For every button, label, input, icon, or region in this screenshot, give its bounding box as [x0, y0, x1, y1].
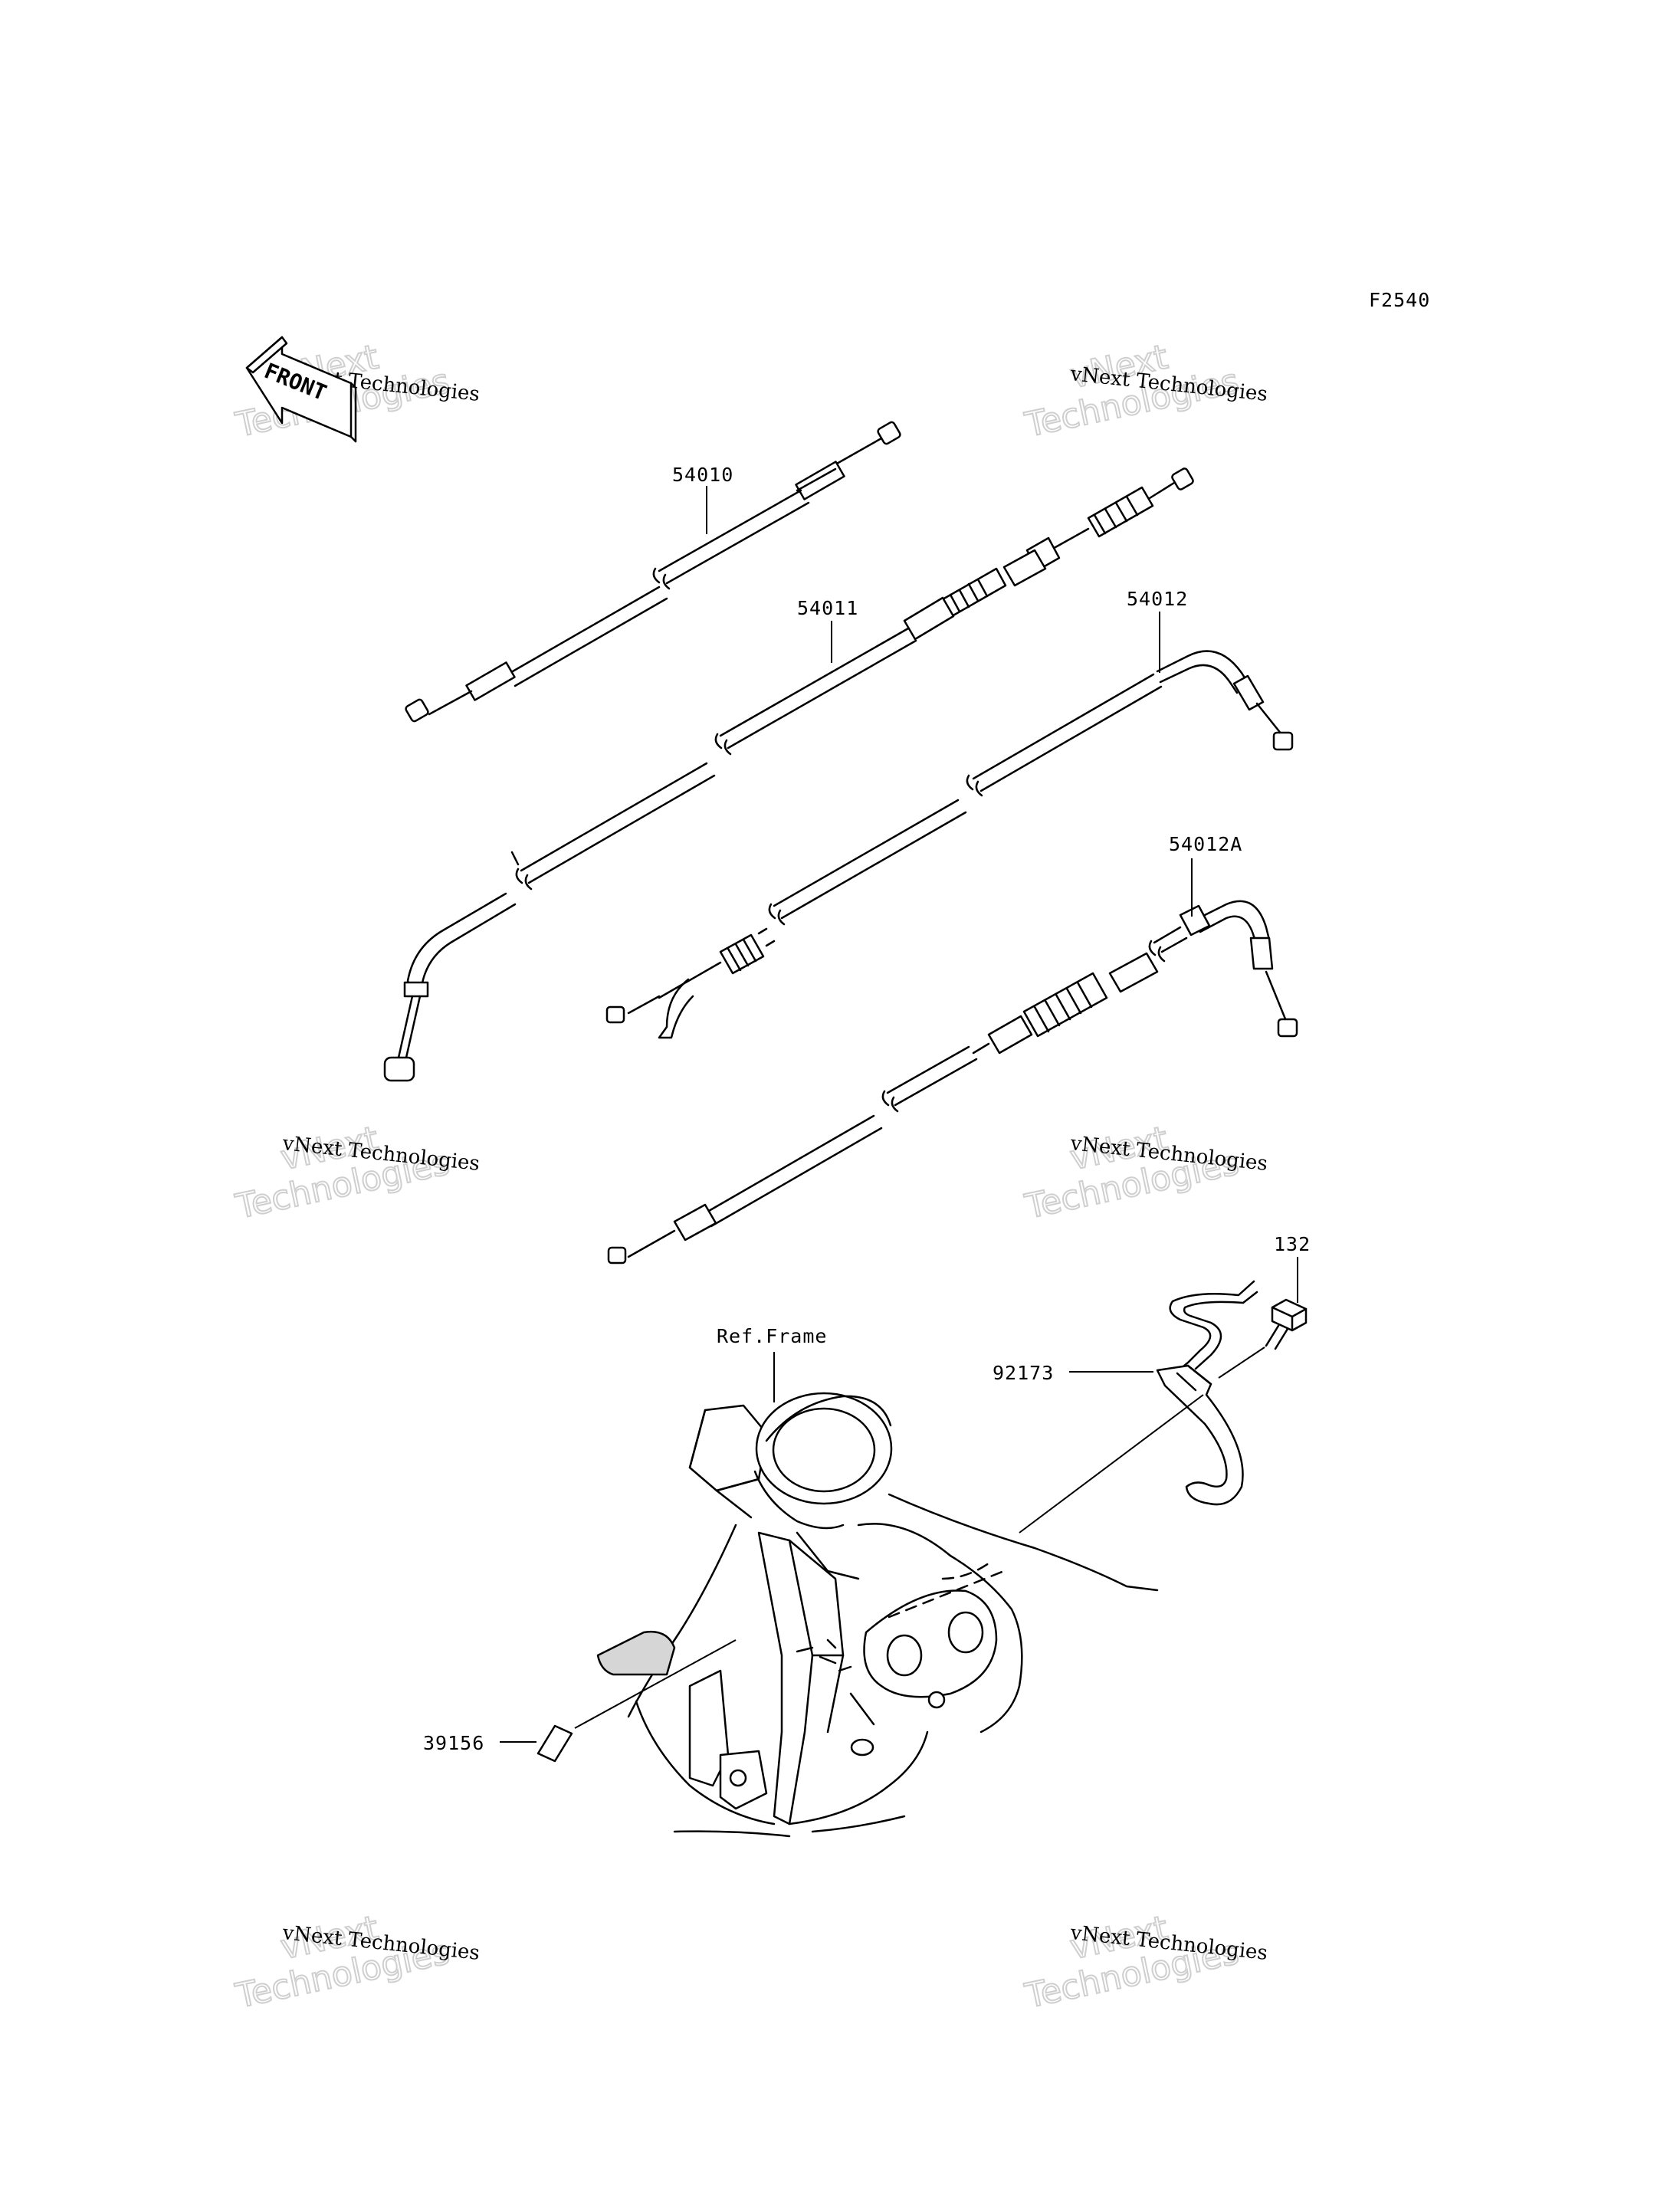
- label-39156: [536, 1724, 573, 1763]
- part-label-92173: 92173: [993, 1362, 1054, 1384]
- ref-frame-label: Ref.Frame: [717, 1325, 827, 1347]
- part-label-54011: 54011: [797, 597, 858, 619]
- frame-ref: [596, 1392, 1159, 1838]
- bracket-92173: [1156, 1280, 1258, 1506]
- cable-54010: [405, 421, 901, 723]
- diagram-code: F2540: [1369, 289, 1430, 311]
- part-label-54012: 54012: [1127, 588, 1188, 610]
- bolt-132: [1218, 1298, 1308, 1379]
- cable-54011: [383, 467, 1194, 1082]
- part-label-54012A: 54012A: [1169, 833, 1242, 855]
- cable-54012A: [607, 900, 1298, 1265]
- cable-54012: [605, 650, 1294, 1039]
- part-label-39156: 39156: [423, 1732, 484, 1754]
- part-label-54010: 54010: [672, 464, 733, 486]
- part-label-132: 132: [1274, 1233, 1311, 1255]
